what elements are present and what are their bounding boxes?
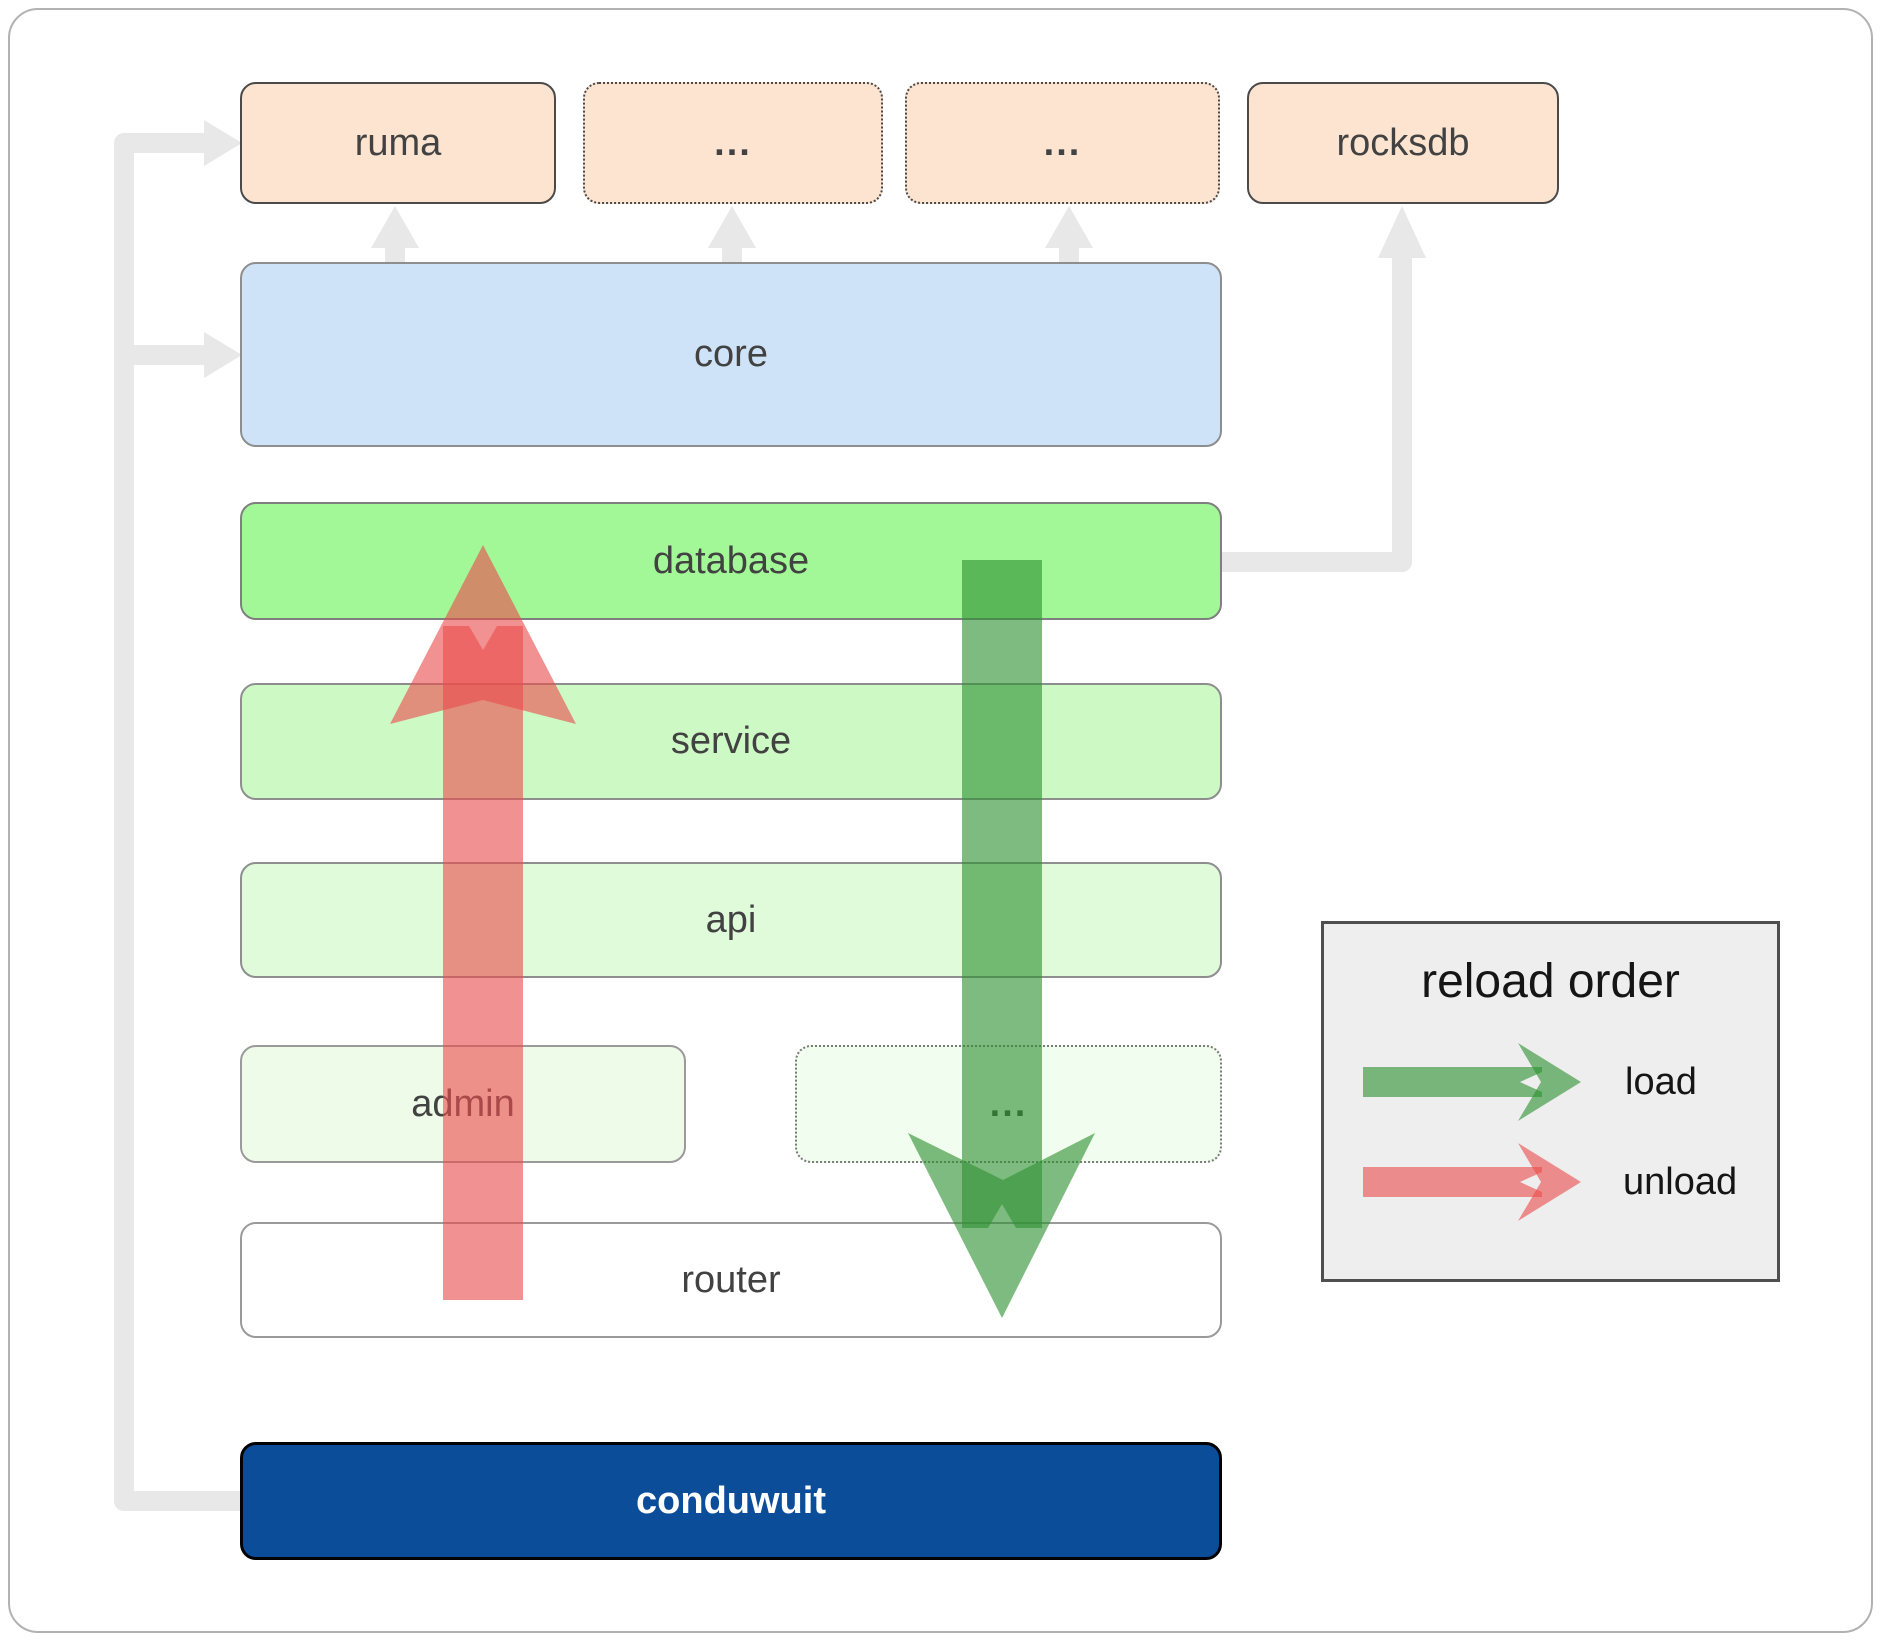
box-router-label: router <box>681 1258 781 1301</box>
box-core: core <box>240 262 1222 447</box>
box-ellipsis-b-label: ... <box>1043 121 1082 164</box>
box-service: service <box>240 683 1222 800</box>
diagram-frame <box>8 8 1873 1633</box>
box-rocksdb: rocksdb <box>1247 82 1559 204</box>
box-api-label: api <box>705 898 757 941</box>
box-ellipsis-a: ... <box>583 82 883 204</box>
box-database: database <box>240 502 1222 620</box>
box-ellipsis-b: ... <box>905 82 1220 204</box>
box-service-label: service <box>670 720 792 762</box>
box-ruma: ruma <box>240 82 556 204</box>
box-core-label: core <box>694 333 768 375</box>
box-admin: admin <box>240 1045 686 1163</box>
legend: reload order <box>1321 921 1780 1282</box>
box-admin-label: admin <box>411 1082 515 1125</box>
box-conduwuit-label: conduwuit <box>636 1479 826 1522</box>
box-rocksdb-label: rocksdb <box>1336 121 1470 164</box>
box-ruma-label: ruma <box>354 121 442 164</box>
legend-title: reload order <box>1421 955 1680 1008</box>
legend-unload-label: unload <box>1623 1161 1738 1203</box>
box-database-label: database <box>652 539 810 582</box>
box-router: router <box>240 1222 1222 1338</box>
box-api: api <box>240 862 1222 978</box>
box-ellipsis-c-label: ... <box>989 1082 1028 1125</box>
legend-load-label: load <box>1625 1061 1697 1103</box>
box-ellipsis-c: ... <box>795 1045 1222 1163</box>
box-conduwuit: conduwuit <box>240 1442 1222 1560</box>
box-ellipsis-a-label: ... <box>714 121 752 164</box>
